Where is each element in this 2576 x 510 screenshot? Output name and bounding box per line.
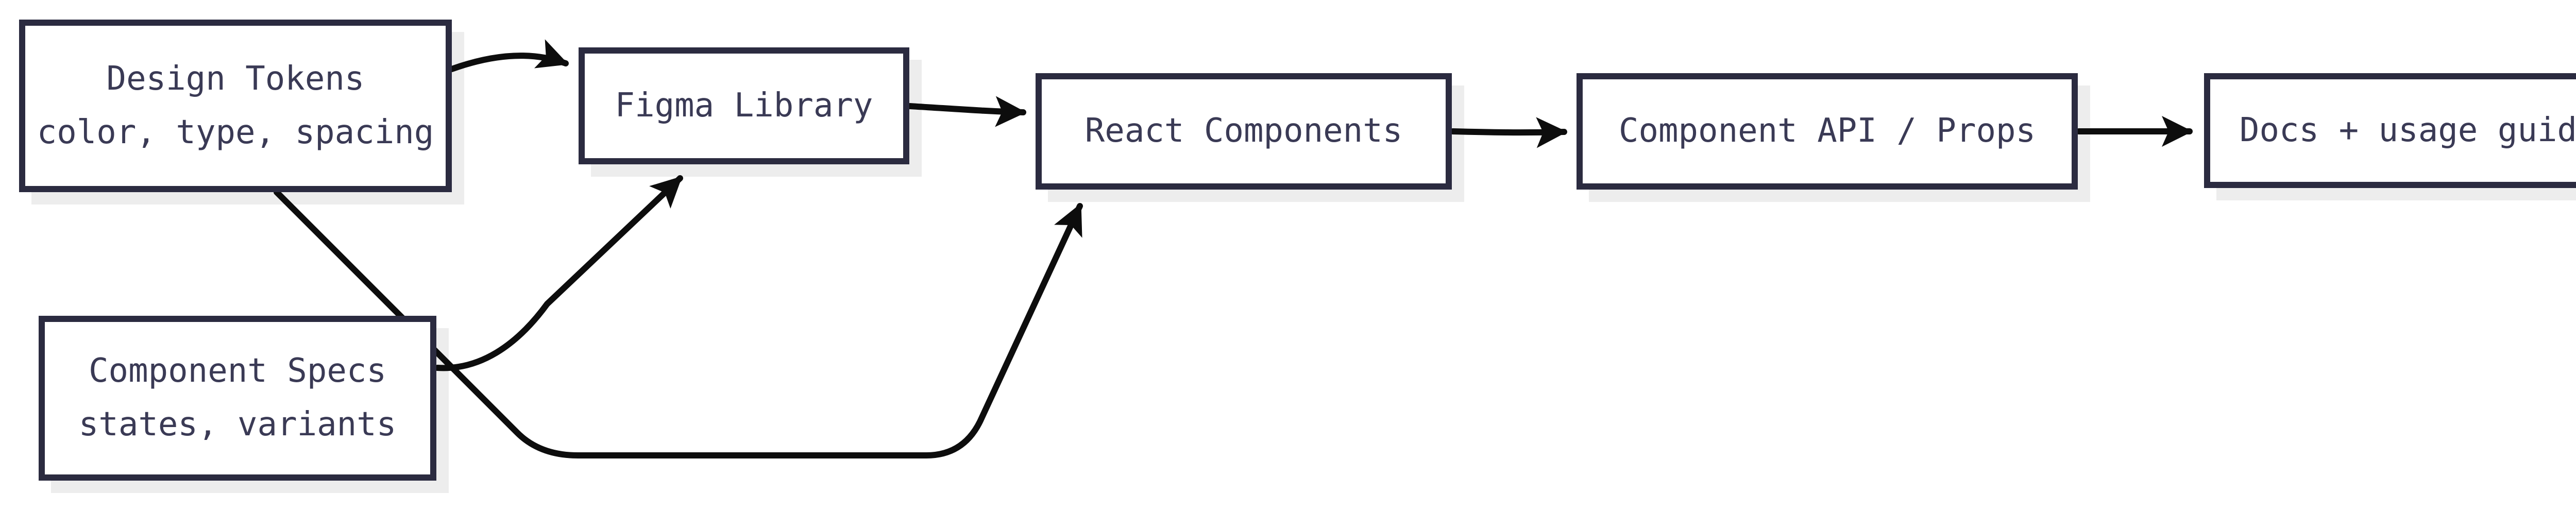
edge-design-tokens-to-figma-library xyxy=(449,39,569,72)
node-react-components[interactable]: React Components xyxy=(1036,73,1452,190)
edge-component-specs-to-figma-library xyxy=(434,175,683,371)
node-component-specs[interactable]: Component Specs states, variants xyxy=(39,316,436,481)
node-title: React Components xyxy=(1084,112,1403,150)
edge-react-components-to-component-api xyxy=(1450,117,1567,148)
node-figma-library[interactable]: Figma Library xyxy=(579,47,909,164)
node-design-tokens[interactable]: Design Tokens color, type, spacing xyxy=(19,20,452,192)
edge-design-tokens-to-react-components xyxy=(274,189,1083,458)
node-subtitle: states, variants xyxy=(78,405,397,444)
node-docs-usage-guidance[interactable]: Docs + usage guidance xyxy=(2204,73,2576,188)
node-title: Docs + usage guidance xyxy=(2239,111,2576,149)
edge-figma-library-to-react-components xyxy=(907,96,1026,127)
node-title: Component Specs xyxy=(89,352,386,390)
node-component-api-props[interactable]: Component API / Props xyxy=(1577,73,2078,190)
node-title: Component API / Props xyxy=(1618,112,2036,150)
node-title: Figma Library xyxy=(615,86,873,125)
node-title: Design Tokens xyxy=(106,59,365,98)
node-subtitle: color, type, spacing xyxy=(37,113,434,151)
